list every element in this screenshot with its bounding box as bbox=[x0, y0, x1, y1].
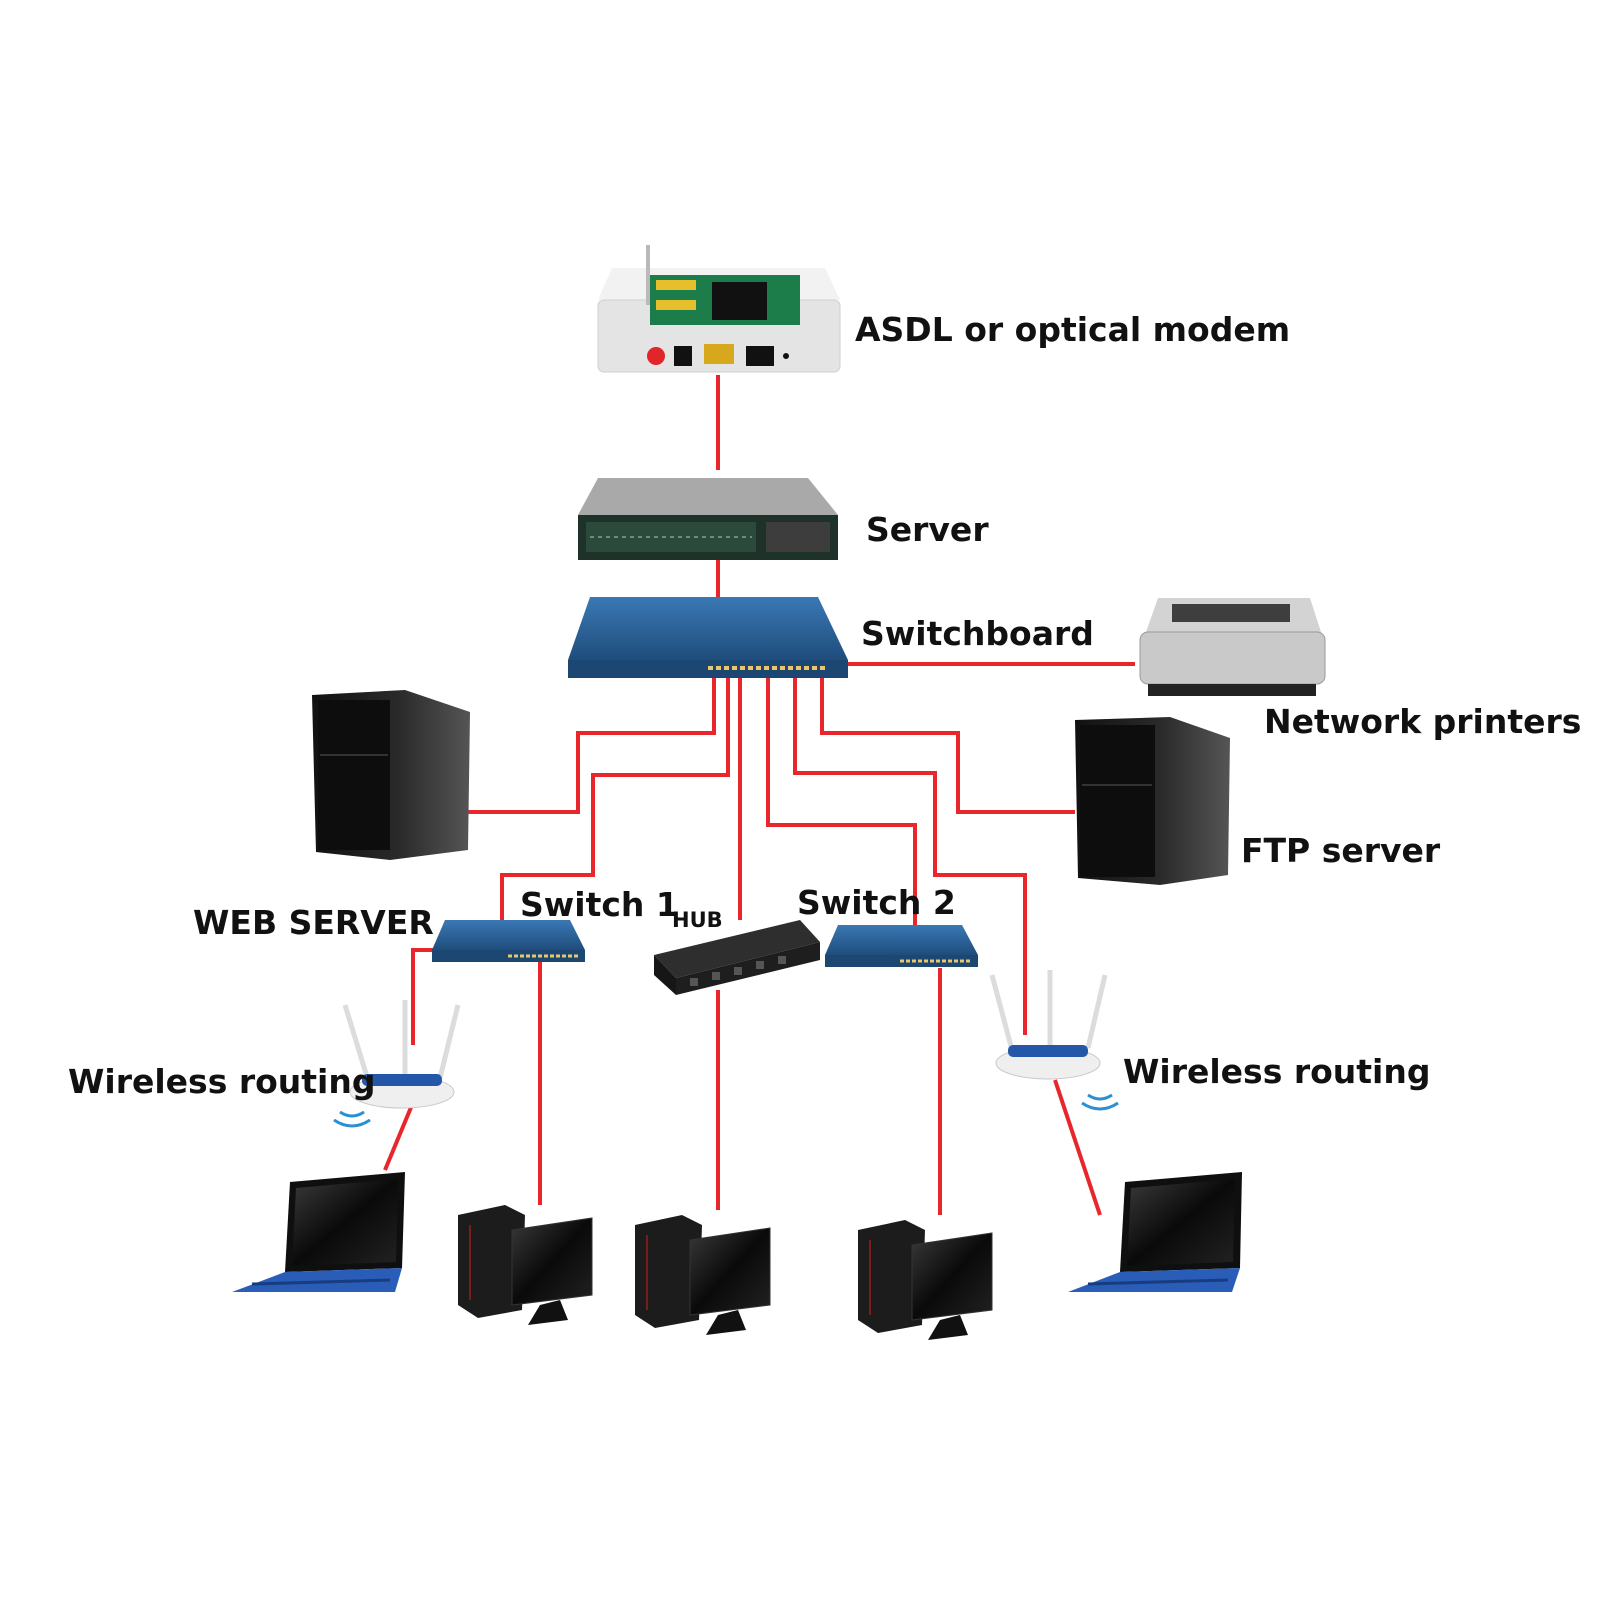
ftp-server-tower-device bbox=[1075, 717, 1230, 885]
label-wireless-routing-right: Wireless routing bbox=[1123, 1052, 1431, 1091]
label-web-server: WEB SERVER bbox=[193, 903, 434, 942]
label-switch-2: Switch 2 bbox=[797, 883, 956, 922]
switch-1-device bbox=[432, 920, 585, 962]
desktop-pc-1-device bbox=[458, 1205, 593, 1325]
web-server-tower-device bbox=[312, 690, 470, 860]
switchboard-device bbox=[568, 597, 848, 678]
wire-switchboard-web-server bbox=[466, 668, 716, 814]
wireless-router-right-device bbox=[989, 970, 1119, 1111]
label-switchboard: Switchboard bbox=[861, 614, 1094, 653]
hub-device bbox=[654, 920, 820, 995]
label-switch-1: Switch 1 bbox=[520, 885, 679, 924]
label-network-printers: Network printers bbox=[1264, 702, 1582, 741]
wire-router-left-laptop-left bbox=[383, 1104, 414, 1171]
desktop-pc-2-device bbox=[635, 1215, 771, 1335]
desktop-pc-3-device bbox=[858, 1220, 993, 1340]
wire-router-right-laptop-right bbox=[1053, 1079, 1102, 1216]
laptop-right-device bbox=[1068, 1172, 1242, 1292]
label-ftp-server: FTP server bbox=[1241, 831, 1441, 870]
label-modem: ASDL or optical modem bbox=[855, 310, 1291, 349]
rack-server-device bbox=[578, 478, 838, 560]
wireless-router-left-device bbox=[333, 1000, 461, 1128]
label-server: Server bbox=[866, 510, 989, 549]
wire-switchboard-switch-2 bbox=[766, 668, 917, 925]
wire-switchboard-wireless-router-right bbox=[793, 668, 1027, 1035]
network-printer-device bbox=[1139, 598, 1326, 696]
label-hub: HUB bbox=[672, 908, 723, 932]
label-wireless-routing-left: Wireless routing bbox=[68, 1062, 376, 1101]
switch-2-device bbox=[825, 925, 978, 967]
wire-switch-1-wireless-router-left bbox=[411, 948, 440, 1045]
modem-device bbox=[597, 245, 841, 373]
wire-switchboard-ftp-server bbox=[820, 668, 1075, 814]
laptop-left-device bbox=[232, 1172, 405, 1292]
connection-wires bbox=[383, 375, 1135, 1216]
wire-switchboard-switch-1 bbox=[500, 668, 730, 920]
